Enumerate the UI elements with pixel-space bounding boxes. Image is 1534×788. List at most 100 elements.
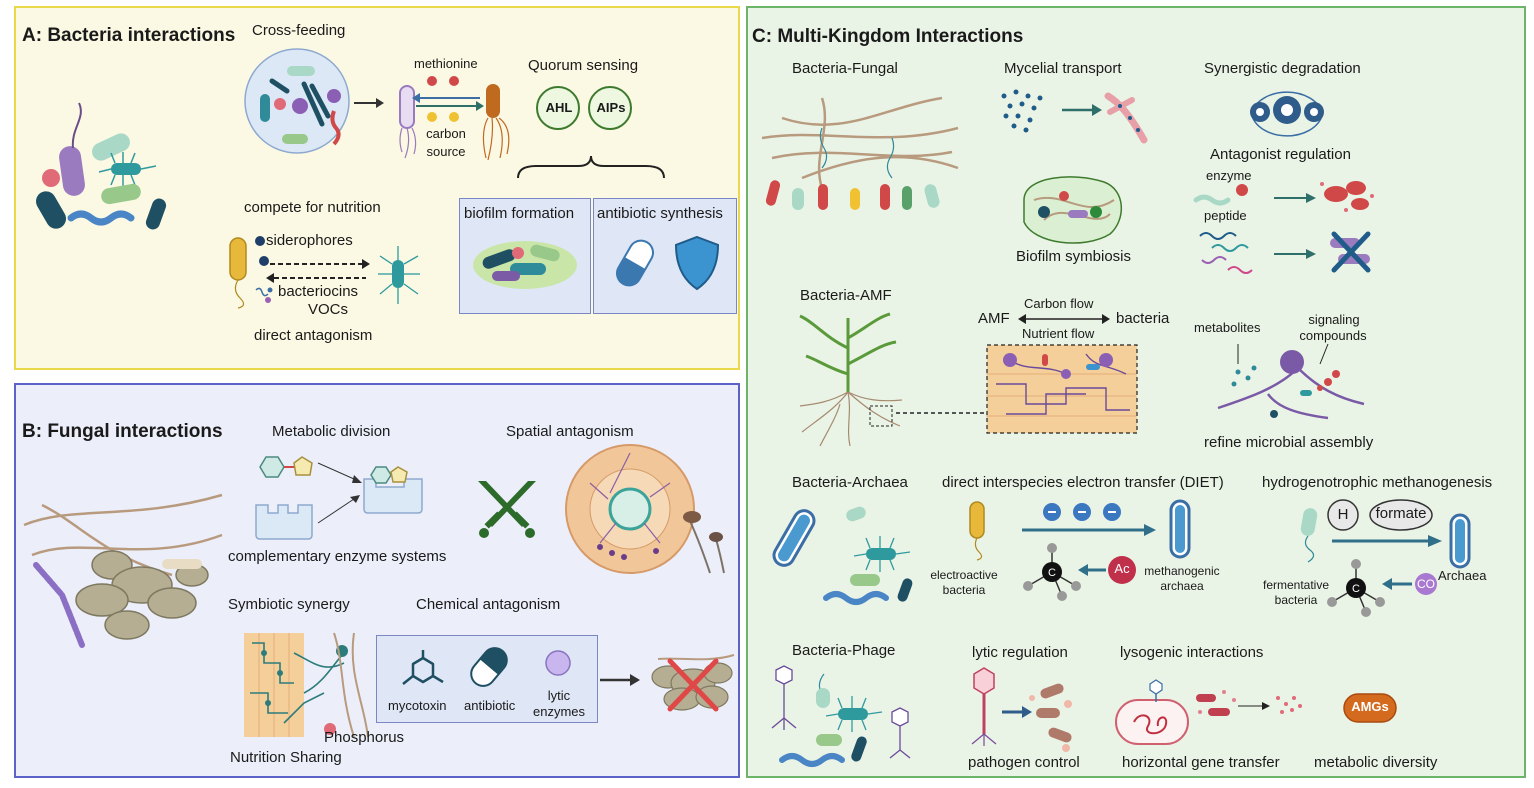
hyphae-metabolite-network-illustration xyxy=(1217,343,1365,420)
hydrogenotrophic-label: hydrogenotrophic methanogenesis xyxy=(1262,474,1493,491)
amgs-badge-icon xyxy=(1343,693,1397,723)
bidirectional-arrow-icon xyxy=(1018,314,1110,324)
root-hyphae-symbiosis-illustration xyxy=(244,632,369,738)
bacteria-archaea-label: Bacteria-Archaea xyxy=(792,474,908,491)
arrow-right-icon xyxy=(600,674,640,686)
archaea-label: Archaea xyxy=(1438,568,1487,583)
symbiotic-synergy-label: Symbiotic synergy xyxy=(228,596,350,613)
electroactive-label: electroactive xyxy=(930,568,998,582)
svg-text:C: C xyxy=(1048,567,1056,579)
methane-molecule-icon: C xyxy=(1023,543,1081,601)
enzyme-complementation-illustration xyxy=(255,456,423,540)
chemical-agents-box: mycotoxin antibiotic lytic enzymes xyxy=(376,635,598,723)
electroactive-bacterium-illustration xyxy=(969,501,985,561)
bacteriocins-label: bacteriocins xyxy=(278,283,359,300)
phosphorus-label: Phosphorus xyxy=(324,729,405,746)
chemical-antagonism-label: Chemical antagonism xyxy=(416,596,561,613)
metabolic-division-label: Metabolic division xyxy=(272,423,391,440)
co2-circle-icon xyxy=(1415,573,1437,595)
peptide-chains-illustration xyxy=(1199,232,1253,274)
panel-a-title: A: Bacteria interactions xyxy=(22,25,236,46)
antibiotic-synthesis-label: antibiotic synthesis xyxy=(597,205,723,222)
fungal-hyphae-yeast-illustration xyxy=(23,493,223,648)
signal-molecules-circles xyxy=(536,86,632,130)
co-label: CO xyxy=(1417,577,1435,591)
enzymes-label: enzymes xyxy=(532,704,586,719)
lysogenic-cycle-illustration xyxy=(1115,679,1302,745)
fermentative-label: fermentative xyxy=(1262,578,1330,592)
enzyme-illustration xyxy=(1193,184,1248,206)
arrow-right-icon xyxy=(1274,249,1316,259)
svg-text:C: C xyxy=(1352,583,1360,595)
nutrient-flow-label: Nutrient flow xyxy=(1022,326,1095,341)
panel-c-title: C: Multi-Kingdom Interactions xyxy=(752,26,1024,47)
bacteria-on-hyphae-illustration xyxy=(761,96,959,210)
mycelial-transport-illustration xyxy=(1001,89,1148,144)
methionine-exchange-illustration xyxy=(399,84,510,161)
metabolites-label: metabolites xyxy=(1194,320,1261,335)
lysogenic-interactions-label: lysogenic interactions xyxy=(1120,644,1264,661)
metabolic-diversity-label: metabolic diversity xyxy=(1314,754,1438,771)
panel-a-bacteria-interactions: A: Bacteria interactions Cross-feeding xyxy=(14,6,740,370)
biofilm-formation-box: biofilm formation xyxy=(459,198,591,314)
electroactive-bacteria-label: bacteria xyxy=(942,583,986,597)
methanogenic-archaea-label: archaea xyxy=(1160,579,1204,593)
quorum-sensing-label: Quorum sensing xyxy=(528,57,639,74)
siderophore-dots xyxy=(255,236,269,266)
bacteriocin-molecules-icon xyxy=(255,287,273,303)
amf-bacteria-label: bacteria xyxy=(1116,310,1170,327)
lytic-phage-illustration xyxy=(971,667,1072,752)
arrow-left-icon xyxy=(1382,578,1412,590)
bacteria-archaea-community-illustration xyxy=(772,506,913,605)
lysed-bacteria-illustration xyxy=(1320,181,1374,212)
archaea-illustration xyxy=(1449,513,1471,569)
antagonist-regulation-label: Antagonist regulation xyxy=(1210,146,1351,163)
inhibited-fungus-illustration xyxy=(651,654,735,712)
synergistic-degradation-label: Synergistic degradation xyxy=(1204,60,1361,77)
horizontal-gene-transfer-label: horizontal gene transfer xyxy=(1122,754,1280,771)
hydrogen-circle-icon xyxy=(1327,499,1359,531)
biofilm-symbiosis-label: Biofilm symbiosis xyxy=(1016,248,1132,265)
vocs-label: VOCs xyxy=(308,301,349,318)
siderophores-label: siderophores xyxy=(266,232,353,249)
biofilm-symbiosis-illustration xyxy=(1023,176,1123,244)
formate-ellipse-icon xyxy=(1369,499,1433,531)
diet-label: direct interspecies electron transfer (D… xyxy=(942,474,1224,491)
carbon-flow-label: Carbon flow xyxy=(1024,296,1094,311)
compete-for-nutrition-label: compete for nutrition xyxy=(244,199,381,216)
arrow-right-icon xyxy=(1332,535,1442,547)
carbon-source-dots xyxy=(427,112,459,122)
bacteria-phage-label: Bacteria-Phage xyxy=(792,642,896,659)
mycotoxin-label: mycotoxin xyxy=(388,698,447,713)
methionine-label: methionine xyxy=(414,56,478,71)
dashed-connector xyxy=(896,412,986,414)
enzyme-label: enzyme xyxy=(1206,168,1252,183)
arrow-right-icon xyxy=(354,98,384,108)
methanogenic-archaea-illustration xyxy=(1169,499,1191,559)
peptide-label: peptide xyxy=(1204,208,1247,223)
h-label: H xyxy=(1337,506,1349,523)
arrow-left-icon xyxy=(1078,564,1106,576)
crossed-swords-icon xyxy=(478,481,536,538)
capsule-icon xyxy=(616,239,654,287)
antibiotic-synthesis-box: antibiotic synthesis xyxy=(593,198,737,314)
aips-label: AIPs xyxy=(596,100,626,115)
fermentative-bacteria-label: bacteria xyxy=(1274,593,1318,607)
pathogen-control-label: pathogen control xyxy=(968,754,1080,771)
amgs-label: AMGs xyxy=(1351,699,1389,714)
panel-c-multi-kingdom-interactions: C: Multi-Kingdom Interactions Bacteria-F… xyxy=(746,6,1526,778)
bacteria-cluster-illustration xyxy=(36,102,167,230)
mycelial-transport-label: Mycelial transport xyxy=(1004,60,1122,77)
ahl-label: AHL xyxy=(545,100,573,115)
antibiotic-label: antibiotic xyxy=(464,698,516,713)
panel-b-title: B: Fungal interactions xyxy=(22,421,223,442)
signaling-label: signaling xyxy=(1308,312,1360,327)
methanogenic-label: methanogenic xyxy=(1144,564,1220,578)
biofilm-formation-label: biofilm formation xyxy=(464,205,575,222)
bacteria-phage-community-illustration xyxy=(771,665,911,767)
spatial-antagonism-label: Spatial antagonism xyxy=(506,423,634,440)
antibiotic-capsule-icon xyxy=(470,647,508,687)
fermentative-bacterium-illustration xyxy=(1300,508,1318,563)
inhibited-bacteria-illustration xyxy=(1330,231,1371,273)
direct-antagonism-label: direct antagonism xyxy=(254,327,373,344)
